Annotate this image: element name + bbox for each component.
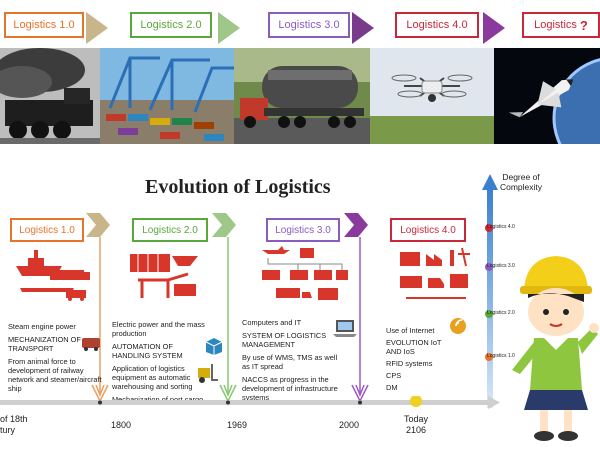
chevron-arrow-icon bbox=[483, 12, 505, 44]
era-2-item: Electric power and the mass production bbox=[112, 320, 205, 338]
level-marker-3 bbox=[485, 263, 493, 271]
era-3-description: Computers and IT SYSTEM OF LOGISTICS MAN… bbox=[242, 318, 346, 406]
chevron-arrow-icon bbox=[352, 12, 374, 44]
port-crane-icon bbox=[130, 254, 198, 298]
chevron-arrow-icon bbox=[86, 213, 110, 237]
era-4-item: Use of Internet bbox=[386, 326, 435, 335]
network-icon bbox=[262, 246, 348, 300]
photo-space-shuttle bbox=[494, 48, 600, 144]
era-label-logistics-2: Logistics 2.0 bbox=[132, 218, 208, 242]
era-4-item: RFID systems bbox=[386, 359, 433, 368]
photo-steam-locomotive bbox=[0, 48, 100, 144]
era-3-item: By use of WMS, TMS as well as IT spread bbox=[242, 353, 338, 371]
era-1-item: Steam engine power bbox=[8, 322, 76, 331]
complexity-axis bbox=[482, 174, 498, 408]
diagram-title: Evolution of Logistics bbox=[145, 176, 331, 198]
banner-label-logistics-next: Logistics ? bbox=[522, 12, 600, 38]
timeline-label-today: Today 2106 bbox=[403, 414, 429, 435]
level-label-2: Logistics 2.0 bbox=[487, 310, 515, 316]
era-label-logistics-4: Logistics 4.0 bbox=[390, 218, 466, 242]
chevron-arrow-icon bbox=[212, 213, 236, 237]
photo-drone bbox=[370, 48, 494, 144]
laptop-icon bbox=[333, 320, 357, 337]
crate-icon bbox=[205, 338, 223, 355]
train-icon bbox=[82, 338, 100, 351]
chevron-arrow-icon bbox=[86, 12, 108, 44]
era-3-item: Computers and IT bbox=[242, 318, 302, 327]
chevron-arrow-icon bbox=[344, 213, 368, 237]
ship-truck-icon bbox=[16, 250, 90, 301]
timeline bbox=[0, 396, 500, 409]
forklift-icon bbox=[198, 364, 218, 383]
y-axis-label: Degree of Complexity bbox=[499, 172, 543, 192]
level-label-1: Logistics 1.0 bbox=[487, 353, 515, 359]
era-2-item: Application of logistics equipment as au… bbox=[112, 364, 193, 391]
era-3-item: SYSTEM OF LOGISTICS MANAGEMENT bbox=[242, 331, 327, 349]
level-marker-4 bbox=[485, 224, 493, 232]
era-4-item: DM bbox=[386, 383, 398, 392]
timeline-label-2000: 2000 bbox=[338, 420, 360, 430]
chevron-arrow-icon bbox=[218, 12, 240, 44]
era-2-item: Mechanization of port cargo bbox=[112, 395, 204, 404]
era-2-description: Electric power and the mass production A… bbox=[112, 320, 212, 408]
era-4-description: Use of Internet EVOLUTION IoT AND IoS RF… bbox=[386, 326, 456, 396]
banner-label-text: Logistics bbox=[534, 19, 577, 31]
era-1-item: MECHANIZATION OF TRANSPORT bbox=[8, 335, 81, 353]
timeline-label-1800: 1800 bbox=[110, 420, 132, 430]
photo-heavy-truck bbox=[234, 48, 370, 144]
smart-factory-icon bbox=[400, 247, 470, 299]
era-label-logistics-3: Logistics 3.0 bbox=[266, 218, 340, 242]
photo-port-cranes bbox=[100, 48, 234, 144]
banner-label-logistics-4: Logistics 4.0 bbox=[395, 12, 479, 38]
era-2-item: AUTOMATION OF HANDLING SYSTEM bbox=[112, 342, 183, 360]
question-mark: ? bbox=[579, 17, 588, 33]
era-1-item: From animal force to development of rail… bbox=[8, 357, 102, 393]
level-marker-1 bbox=[485, 353, 493, 361]
era-4-item: CPS bbox=[386, 371, 402, 380]
era-1-description: Steam engine power MECHANIZATION OF TRAN… bbox=[8, 322, 106, 397]
timeline-label-1969: 1969 bbox=[226, 420, 248, 430]
level-label-3: Logistics 3.0 bbox=[487, 263, 515, 269]
banner-label-logistics-1: Logistics 1.0 bbox=[4, 12, 84, 38]
banner-label-logistics-3: Logistics 3.0 bbox=[268, 12, 350, 38]
era-3-item: NACCS as progress in the development of … bbox=[242, 375, 338, 402]
level-label-4: Logistics 4.0 bbox=[487, 224, 515, 230]
wireless-icon bbox=[450, 318, 466, 334]
worker-character-illustration bbox=[512, 256, 599, 441]
timeline-label-18th-century: of 18th tury bbox=[0, 414, 28, 435]
banner-label-logistics-2: Logistics 2.0 bbox=[130, 12, 212, 38]
era-4-item: EVOLUTION IoT AND IoS bbox=[386, 338, 442, 356]
era-label-logistics-1: Logistics 1.0 bbox=[10, 218, 84, 242]
level-marker-2 bbox=[485, 310, 493, 318]
